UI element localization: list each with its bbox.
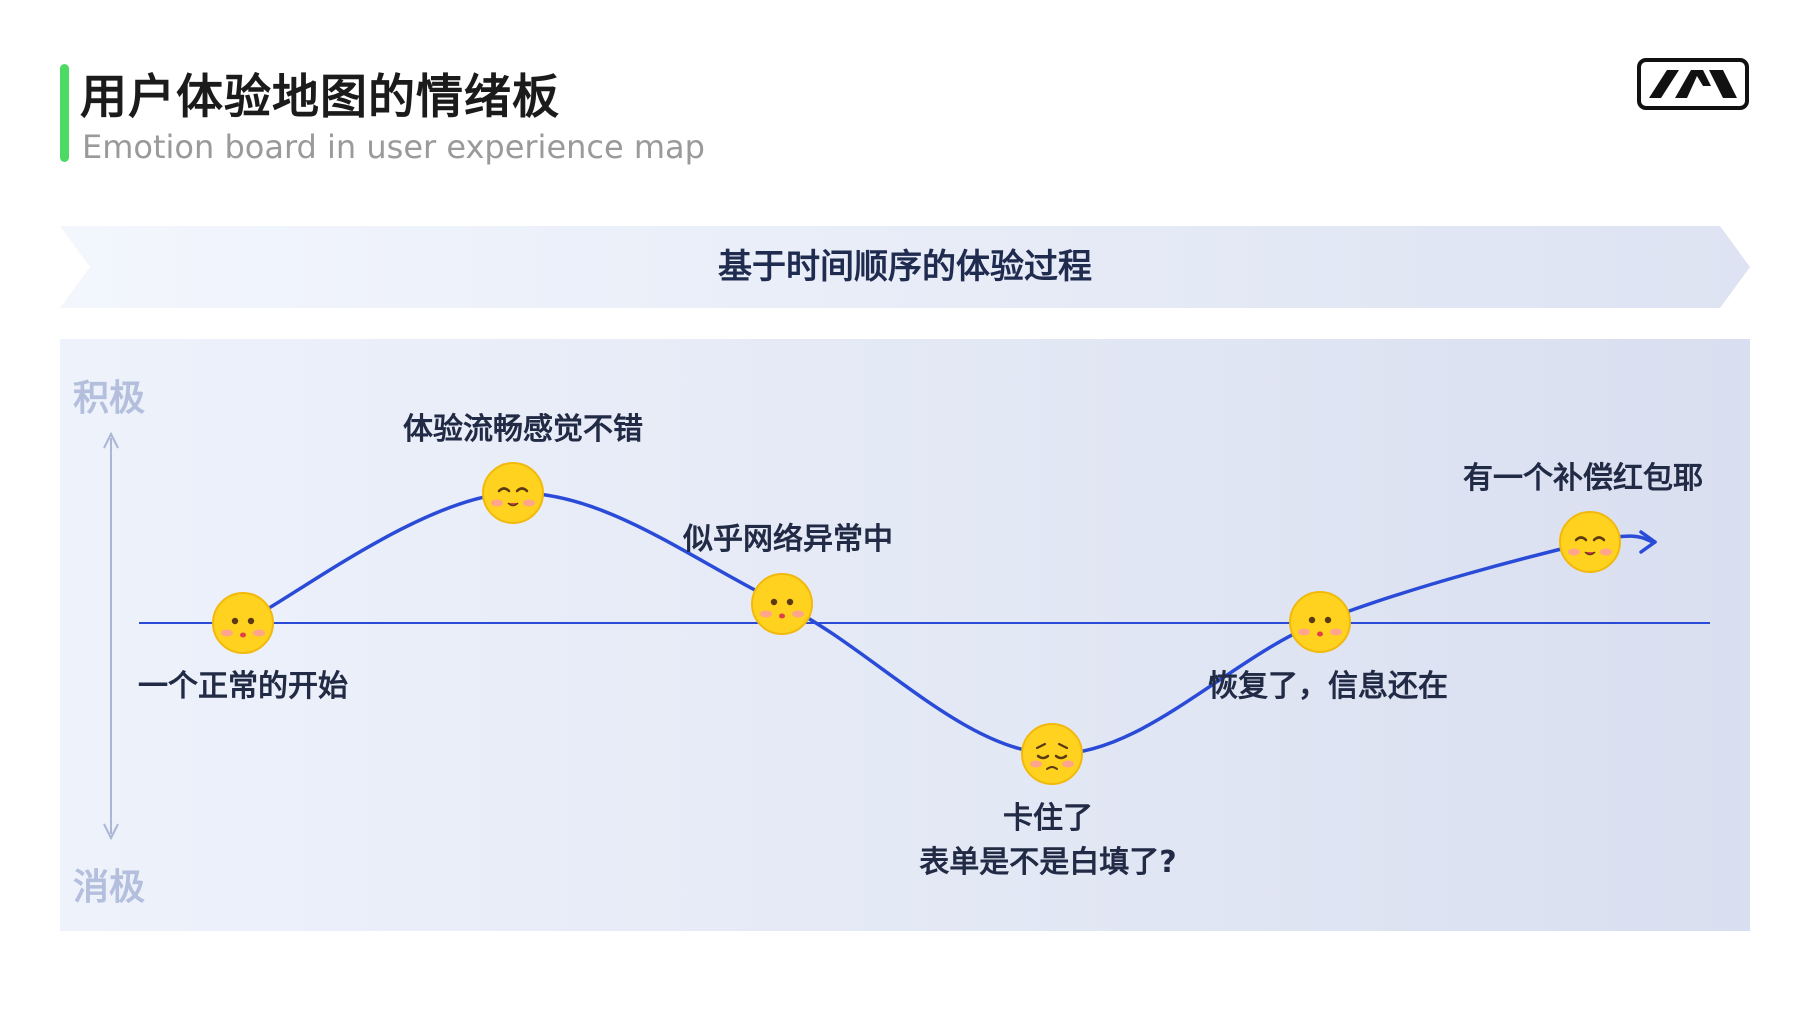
stage-label-2: 体验流畅感觉不错 (323, 408, 723, 452)
stage-label-5-line-1: 恢复了，信息还在 (1208, 669, 1448, 704)
stage-label-1-line-1: 一个正常的开始 (138, 669, 348, 704)
stage-label-2-line-1: 体验流畅感觉不错 (403, 412, 643, 447)
emotion-board (60, 339, 1750, 931)
emoji-neutral-icon (751, 573, 813, 635)
stage-label-4-line-2: 表单是不是白填了? (919, 845, 1177, 880)
stage-label-1: 一个正常的开始 (43, 665, 443, 709)
axis-negative-label: 消极 (73, 867, 146, 908)
emoji-neutral-icon (1289, 591, 1351, 653)
emoji-happy-icon (482, 462, 544, 524)
emoji-happy-icon (1559, 511, 1621, 573)
axis-up-arrow-icon (103, 431, 119, 449)
axis-down-arrow-icon (103, 823, 119, 841)
curve-end-arrow-icon (1639, 530, 1657, 554)
stage-label-4: 卡住了表单是不是白填了? (848, 797, 1248, 885)
brand-logo-icon (1637, 58, 1749, 110)
stage-label-6: 有一个补偿红包耶 (1383, 457, 1783, 501)
axis-positive-label: 积极 (73, 378, 146, 419)
stage-label-3-line-1: 似乎网络异常中 (683, 522, 893, 557)
stage-label-3: 似乎网络异常中 (588, 518, 988, 562)
timeline-banner-label: 基于时间顺序的体验过程 (718, 247, 1092, 287)
stage-label-6-line-1: 有一个补偿红包耶 (1463, 461, 1703, 496)
emoji-sad-icon (1021, 723, 1083, 785)
stage-label-4-line-1: 卡住了 (1003, 801, 1093, 836)
page-title: 用户体验地图的情绪板 (80, 70, 560, 125)
page-subtitle: Emotion board in user experience map (82, 128, 705, 166)
stage-label-5: 恢复了，信息还在 (1128, 665, 1528, 709)
title-accent-bar (60, 64, 69, 162)
emoji-neutral-icon (212, 592, 274, 654)
timeline-banner (60, 226, 1750, 308)
